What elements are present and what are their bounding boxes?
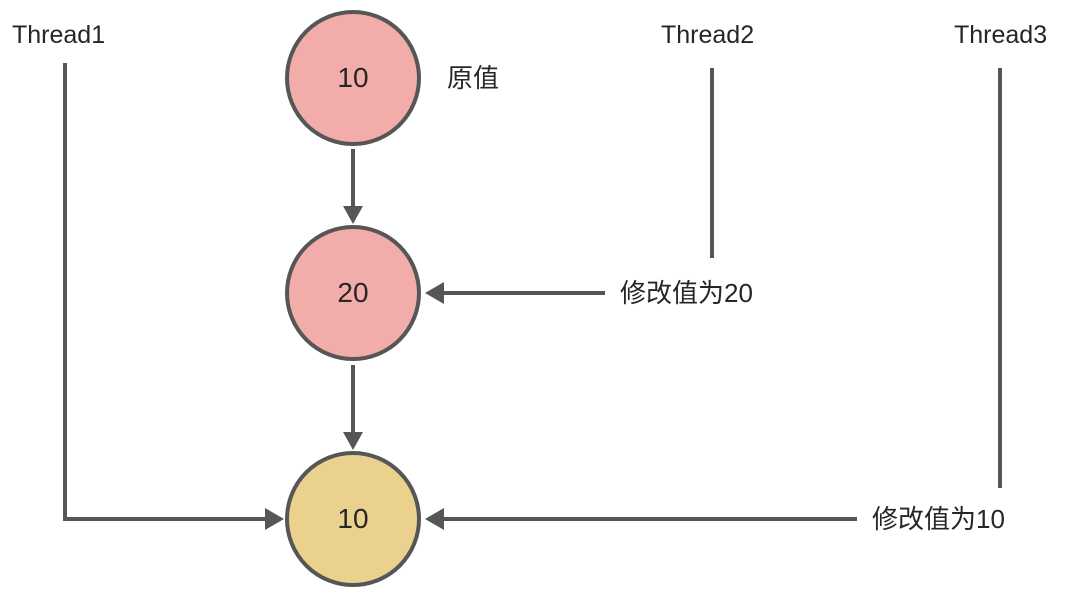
thread1-label: Thread1 [12, 21, 106, 49]
thread1-timeline [63, 63, 67, 519]
modify-10-arrow-line [444, 517, 857, 521]
node-final-10: 10 [285, 451, 421, 587]
arrow-node1-to-node2-line [351, 149, 355, 208]
thread3-label: Thread3 [954, 21, 1048, 49]
arrow-left-icon [425, 508, 444, 530]
modify-20-arrow-line [444, 291, 605, 295]
thread2-label: Thread2 [661, 21, 755, 49]
thread2-timeline [710, 68, 714, 258]
arrow-right-icon [265, 508, 284, 530]
modify-value-20-label: 修改值为20 [620, 278, 753, 308]
modify-value-10-label: 修改值为10 [872, 504, 1005, 534]
node-final-10-text: 10 [337, 503, 369, 534]
thread3-timeline [998, 68, 1002, 488]
arrow-left-icon [425, 282, 444, 304]
node-original-value: 10 [285, 10, 421, 146]
node-modified-20-text: 20 [337, 277, 369, 308]
node-original-value-text: 10 [337, 62, 369, 93]
thread1-to-node-line [63, 517, 266, 521]
arrow-down-icon [343, 206, 363, 224]
arrow-node2-to-node3-line [351, 365, 355, 434]
arrow-down-icon [343, 432, 363, 450]
node-modified-20: 20 [285, 225, 421, 361]
original-value-label: 原值 [447, 63, 500, 93]
